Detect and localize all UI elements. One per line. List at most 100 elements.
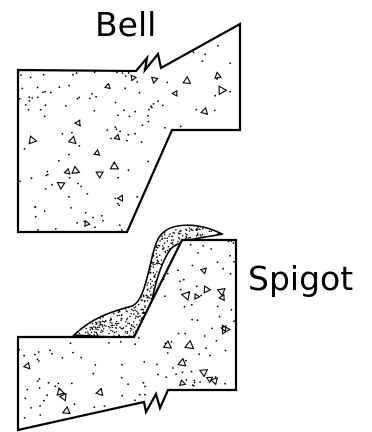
stipple-dot <box>46 394 48 397</box>
stipple-dot <box>97 328 99 331</box>
stipple-dot <box>230 240 233 242</box>
stipple-dot <box>189 243 192 246</box>
stipple-dot <box>47 381 50 384</box>
stipple-dot <box>163 231 165 234</box>
stipple-dot <box>110 137 112 140</box>
stipple-dot <box>102 328 105 330</box>
stipple-dot <box>119 130 121 133</box>
stipple-dot <box>98 324 101 326</box>
stipple-dot <box>126 318 128 321</box>
stipple-dot <box>184 332 187 335</box>
stipple-dot <box>152 254 155 257</box>
aggregate-mark <box>56 182 66 191</box>
stipple-dot <box>197 232 199 235</box>
stipple-dot <box>134 110 137 113</box>
stipple-dot <box>166 237 169 239</box>
stipple-dot <box>94 321 97 324</box>
stipple-dot <box>150 297 152 300</box>
stipple-dot <box>122 327 125 329</box>
stipple-dot <box>42 91 44 94</box>
stipple-dot <box>135 315 137 317</box>
stipple-dot <box>138 319 141 321</box>
stipple-dot <box>138 393 141 396</box>
aggregate-mark <box>95 387 104 397</box>
aggregate-mark <box>56 387 66 396</box>
stipple-dot <box>164 126 166 129</box>
stipple-dot <box>148 108 150 111</box>
stipple-dot <box>80 356 83 359</box>
stipple-dot <box>95 328 97 330</box>
stipple-dot <box>108 342 110 344</box>
stipple-dot <box>76 97 79 100</box>
stipple-dot <box>93 334 95 336</box>
stipple-dot <box>115 128 118 131</box>
stipple-dot <box>68 195 70 198</box>
stipple-dot <box>101 329 103 332</box>
stipple-dot <box>87 332 89 335</box>
bell-outline <box>16 22 242 234</box>
stipple-dot <box>36 380 39 382</box>
stipple-dot <box>20 74 22 76</box>
stipple-dot <box>166 249 169 252</box>
stipple-dot <box>91 92 93 95</box>
stipple-dot <box>114 126 117 128</box>
stipple-dot <box>130 308 133 311</box>
stipple-dot <box>129 327 132 330</box>
stipple-dot <box>134 343 137 346</box>
stipple-dot <box>179 125 182 128</box>
aggregate-mark <box>109 160 120 170</box>
stipple-dot <box>224 382 227 385</box>
stipple-dot <box>185 236 188 239</box>
stipple-dot <box>110 329 112 332</box>
stipple-dot <box>142 381 145 384</box>
stipple-dot <box>98 326 100 329</box>
stipple-dot <box>123 109 125 112</box>
stipple-dot <box>218 315 221 318</box>
stipple-dot <box>213 109 216 112</box>
aggregate-mark <box>71 165 81 174</box>
stipple-dot <box>155 246 158 248</box>
stipple-dot <box>43 115 46 118</box>
stipple-dot <box>115 330 118 333</box>
stipple-dot <box>124 331 127 333</box>
stipple-dot <box>117 176 120 179</box>
stipple-dot <box>110 317 112 319</box>
stipple-dot <box>140 299 142 301</box>
stipple-dot <box>36 358 39 361</box>
stipple-dot <box>137 312 139 314</box>
stipple-dot <box>157 261 160 263</box>
stipple-dot <box>150 285 153 288</box>
stipple-dot <box>147 120 150 123</box>
stipple-dot <box>164 251 167 254</box>
bell-aggregate <box>28 71 228 227</box>
stipple-dot <box>196 228 199 231</box>
stipple-dot <box>23 148 26 150</box>
stipple-dot <box>134 399 136 402</box>
stipple-dot <box>130 330 132 332</box>
stipple-dot <box>193 384 195 387</box>
stipple-dot <box>188 236 191 239</box>
stipple-dot <box>120 313 123 316</box>
aggregate-mark <box>150 76 159 85</box>
stipple-dot <box>229 62 232 65</box>
stipple-dot <box>176 269 179 272</box>
stipple-dot <box>157 246 159 249</box>
stipple-dot <box>166 240 169 242</box>
stipple-dot <box>152 284 155 287</box>
stipple-dot <box>96 326 99 328</box>
stipple-dot <box>133 307 135 309</box>
stipple-dot <box>38 360 40 362</box>
stipple-dot <box>211 327 213 330</box>
stipple-dot <box>191 264 194 267</box>
stipple-dot <box>217 232 220 235</box>
stipple-dot <box>134 132 137 135</box>
stipple-dot <box>146 296 148 299</box>
stipple-dot <box>57 382 60 385</box>
spigot-outline <box>16 238 238 432</box>
stipple-dot <box>150 265 152 268</box>
stipple-dot <box>133 326 136 329</box>
stipple-dot <box>160 263 162 265</box>
stipple-dot <box>109 326 111 329</box>
stipple-dot <box>168 235 170 237</box>
stipple-dot <box>127 133 130 136</box>
